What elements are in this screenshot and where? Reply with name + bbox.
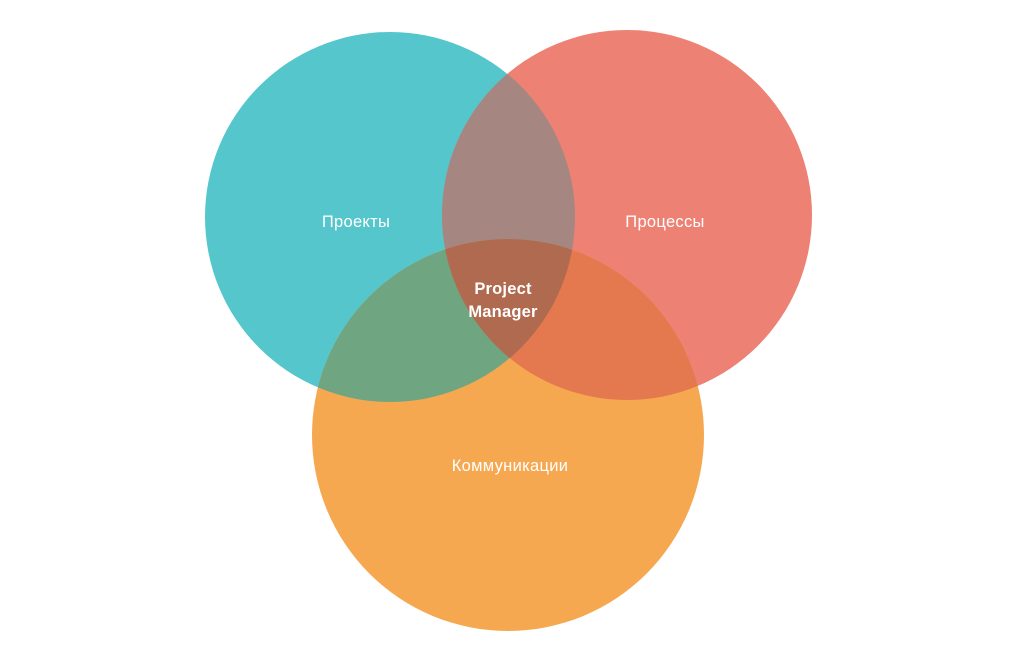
label-processes: Процессы — [625, 213, 704, 231]
label-center-line1: Project — [474, 280, 532, 298]
label-center-line2: Manager — [468, 303, 538, 321]
label-communications: Коммуникации — [452, 457, 568, 475]
overlap-projects-communications — [312, 239, 575, 402]
overlap-processes-communications — [442, 239, 704, 400]
label-projects: Проекты — [322, 213, 390, 231]
